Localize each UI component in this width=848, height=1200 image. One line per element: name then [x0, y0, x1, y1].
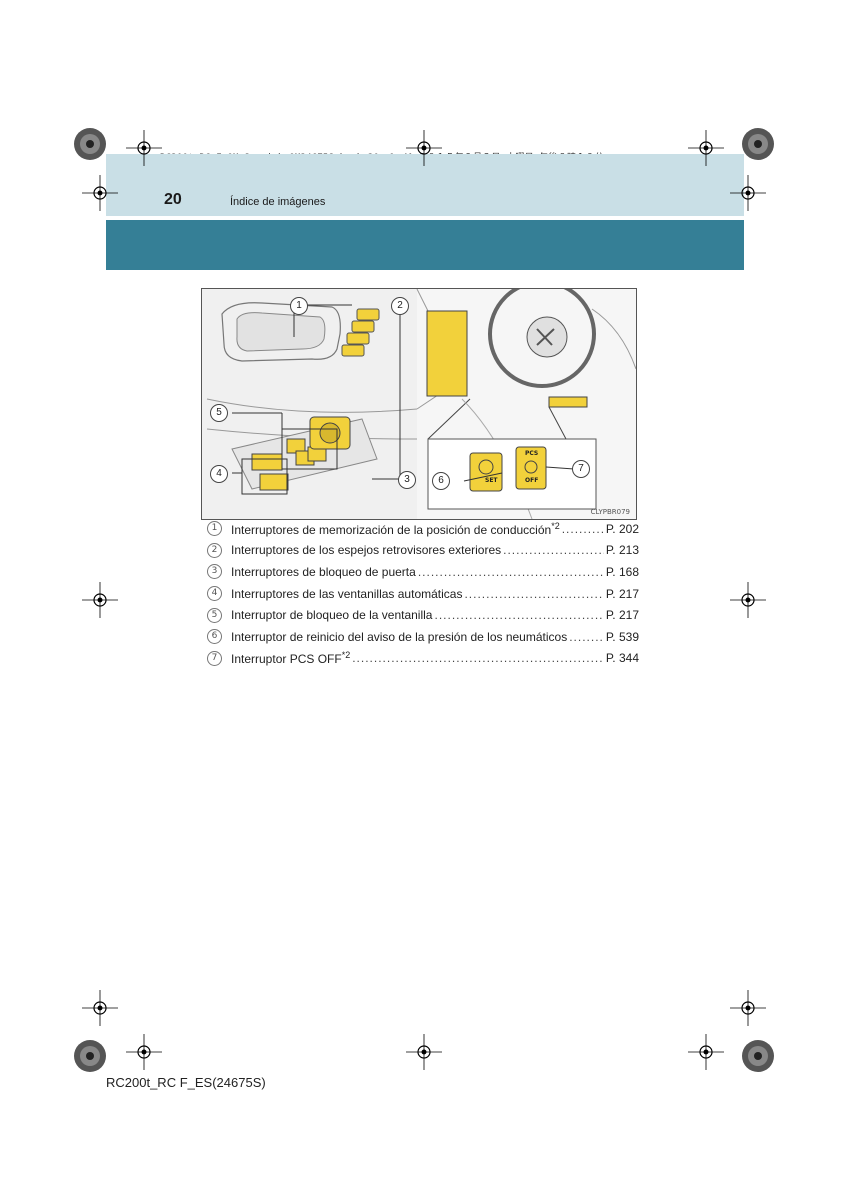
pcs-switch-label: PCS	[525, 450, 539, 457]
leader-dots	[464, 587, 603, 601]
callout-1: 1	[290, 297, 308, 315]
interior-illustration: SET PCS OFF 1 2 3 4 5 6 7 CLYPBR079	[201, 288, 637, 520]
item-number: 5	[207, 607, 222, 623]
item-page[interactable]: P. 202	[605, 521, 639, 536]
figure-code: CLYPBR079	[590, 508, 630, 516]
callout-4: 4	[210, 465, 228, 483]
item-label: Interruptores de bloqueo de puerta	[231, 564, 416, 579]
off-switch-label: OFF	[525, 477, 539, 484]
item-note: *2	[551, 520, 560, 531]
crosshair-icon	[688, 1034, 724, 1070]
crosshair-icon	[126, 1034, 162, 1070]
crosshair-icon	[126, 130, 162, 166]
header-band-light	[106, 154, 744, 216]
list-item[interactable]: 7 Interruptor PCS OFF*2 P. 344	[207, 648, 639, 670]
crosshair-icon	[406, 1034, 442, 1070]
list-item[interactable]: 6 Interruptor de reinicio del aviso de l…	[207, 626, 639, 648]
index-list: 1 Interruptores de memorización de la po…	[207, 518, 639, 669]
item-label: Interruptor de reinicio del aviso de la …	[231, 629, 568, 644]
item-label: Interruptores de memorización de la posi…	[231, 522, 552, 537]
callout-5: 5	[210, 404, 228, 422]
callout-3: 3	[398, 471, 416, 489]
item-number: 6	[207, 629, 222, 645]
item-page[interactable]: P. 217	[605, 608, 639, 623]
tire-pressure-reset-switch	[469, 452, 503, 492]
item-number: 1	[207, 521, 222, 537]
crosshair-icon	[730, 582, 766, 618]
leader-dots	[352, 651, 604, 665]
crosshair-icon	[82, 990, 118, 1026]
callout-6: 6	[432, 472, 450, 490]
registration-target-icon	[742, 1040, 774, 1072]
item-number: 7	[207, 650, 222, 666]
crosshair-icon	[82, 582, 118, 618]
callout-2: 2	[391, 297, 409, 315]
item-page[interactable]: P. 539	[605, 629, 639, 644]
list-item[interactable]: 2 Interruptores de los espejos retroviso…	[207, 540, 639, 562]
item-page[interactable]: P. 213	[605, 543, 639, 558]
leader-dots	[569, 630, 604, 644]
leader-dots	[418, 565, 604, 579]
crosshair-icon	[406, 130, 442, 166]
list-item[interactable]: 1 Interruptores de memorización de la po…	[207, 518, 639, 540]
memory-switches	[341, 308, 380, 357]
registration-target-icon	[74, 1040, 106, 1072]
item-page[interactable]: P. 217	[605, 586, 639, 601]
crosshair-icon	[688, 130, 724, 166]
pcs-off-switch	[515, 446, 547, 490]
item-label: Interruptores de los espejos retrovisore…	[231, 543, 502, 558]
footer-code: RC200t_RC F_ES(24675S)	[106, 1075, 266, 1090]
callout-7: 7	[572, 460, 590, 478]
set-switch-label: SET	[485, 477, 498, 484]
item-number: 3	[207, 564, 222, 580]
crosshair-icon	[730, 990, 766, 1026]
item-number: 4	[207, 586, 222, 602]
page-number: 20	[164, 191, 182, 208]
item-page[interactable]: P. 344	[605, 651, 639, 666]
registration-target-icon	[74, 128, 106, 160]
item-label: Interruptor de bloqueo de la ventanilla	[231, 608, 433, 623]
item-note: *2	[341, 650, 351, 661]
header-band-dark	[106, 220, 744, 270]
leader-dots	[434, 608, 603, 622]
interior-drawing	[202, 289, 636, 519]
item-label: Interruptor PCS OFF	[231, 652, 342, 667]
section-title: Índice de imágenes	[230, 196, 326, 208]
list-item[interactable]: 5 Interruptor de bloqueo de la ventanill…	[207, 604, 639, 626]
crosshair-icon	[730, 175, 766, 211]
list-item[interactable]: 3 Interruptores de bloqueo de puerta P. …	[207, 561, 639, 583]
list-item[interactable]: 4 Interruptores de las ventanillas autom…	[207, 583, 639, 605]
item-label: Interruptores de las ventanillas automát…	[231, 586, 463, 601]
item-page[interactable]: P. 168	[605, 564, 639, 579]
registration-target-icon	[742, 128, 774, 160]
item-number: 2	[207, 542, 222, 558]
door-switch-panel	[231, 416, 378, 491]
crosshair-icon	[82, 175, 118, 211]
leader-dots	[503, 543, 604, 557]
leader-dots	[562, 522, 604, 536]
